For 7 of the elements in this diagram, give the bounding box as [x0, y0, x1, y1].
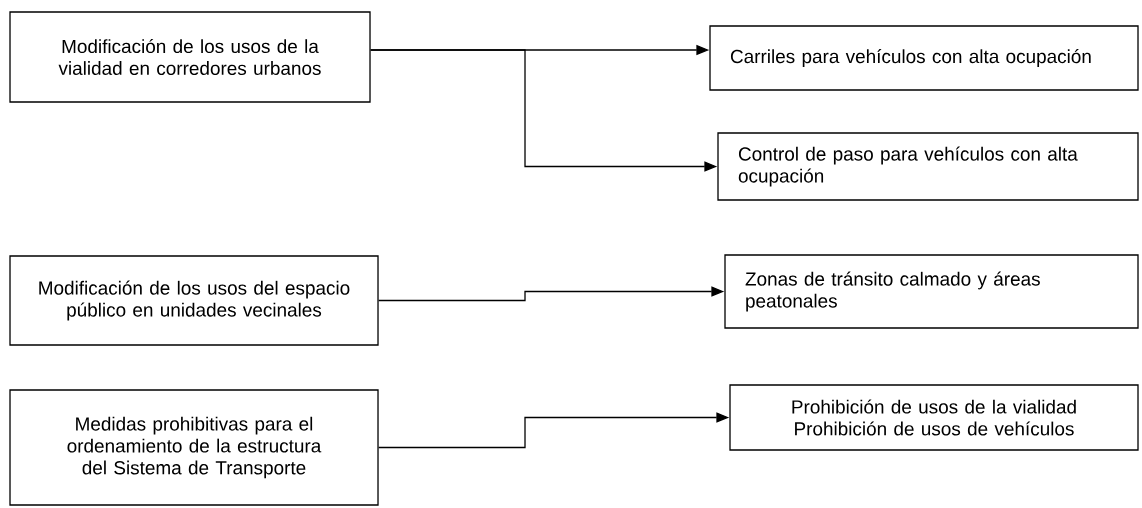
text-box: Zonas de tránsito calmado y áreas peatonales	[724, 254, 1139, 329]
text-box: Control de paso para vehículos con alta ocupación	[717, 132, 1139, 201]
text-box: Modificación de los usos del espacio público en unidades vecinales	[9, 255, 379, 346]
text-box: Modificación de los usos de la vialidad en corredores urbanos	[9, 11, 371, 103]
text-box: Medidas prohibitivas para el ordenamiento de la estructura del Sistema de Transporte	[9, 389, 379, 506]
text-box: Carriles para vehículos con alta ocupación	[709, 25, 1139, 91]
text-box: Prohibición de usos de la vialidad Prohibición de usos de vehículos	[729, 384, 1139, 451]
